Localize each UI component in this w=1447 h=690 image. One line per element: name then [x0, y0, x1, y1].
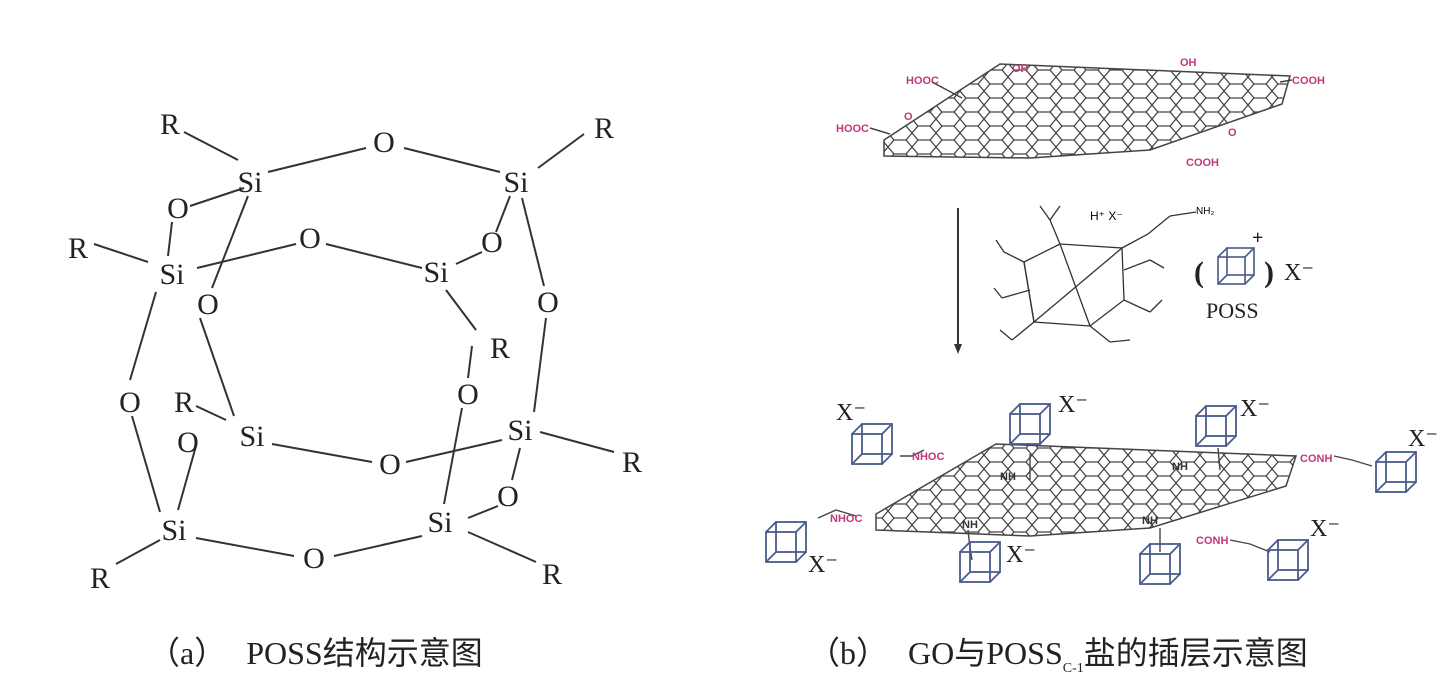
oh-group: OH [1012, 63, 1029, 75]
caption-b-tag: （b） [808, 635, 889, 671]
o-label: O [373, 126, 395, 159]
nh-label: NH [1000, 471, 1016, 483]
counter-ion-label: X⁻ [1408, 426, 1438, 452]
o-label: O [379, 448, 401, 481]
counter-ion-label: X⁻ [836, 400, 866, 426]
o-label: O [457, 378, 479, 411]
r-label: R [174, 386, 194, 419]
anion-label: X⁻ [1284, 260, 1314, 286]
hooc-group: HOOC [906, 75, 939, 87]
si-label: Si [427, 506, 452, 539]
hooc-group: HOOC [836, 123, 869, 135]
poss-bonds [93, 131, 615, 565]
poss-cube [765, 521, 807, 563]
nhoc-label: NHOC [830, 513, 862, 525]
counter-ion-label: X⁻ [1006, 542, 1036, 568]
si-label: Si [239, 420, 264, 453]
o-label: O [167, 192, 189, 225]
o-group: O [904, 111, 913, 123]
poss-ammonium-molecule [993, 205, 1197, 343]
cooh-group: COOH [1186, 157, 1219, 169]
r-label: R [594, 112, 614, 145]
si-label: Si [161, 514, 186, 547]
poss-name-label: POSS [1206, 298, 1259, 323]
plus-sign: + [1252, 227, 1263, 249]
o-label: O [537, 286, 559, 319]
poss-cube [851, 423, 893, 465]
counter-ion-label: X⁻ [808, 552, 838, 578]
o-label: O [177, 426, 199, 459]
si-label: Si [237, 166, 262, 199]
caption-a: （a） POSS结构示意图 [148, 628, 483, 674]
intercalated-sheet: NHOC NHOC CONH CONH NH NH NH NH X⁻ X⁻ X⁻… [765, 392, 1438, 585]
counter-ion-label: X⁻ [1310, 516, 1340, 542]
r-label: R [160, 108, 180, 141]
counter-ion-label: X⁻ [1240, 396, 1270, 422]
caption-a-text: POSS结构示意图 [246, 635, 483, 671]
oh-group: OH [1180, 57, 1197, 69]
open-paren: ( [1194, 256, 1204, 289]
r-label: R [490, 332, 510, 365]
ammonium-label: H⁺ X⁻ [1090, 209, 1123, 223]
o-label: O [197, 288, 219, 321]
poss-legend: ( ) + X⁻ POSS [1194, 227, 1314, 323]
nh-label: NH [962, 519, 978, 531]
caption-b-subscript: C-1 [1062, 661, 1084, 676]
graphene-oxide-sheet: HOOC HOOC OH OH COOH COOH O O [836, 57, 1325, 169]
nh2-label: NH₂ [1196, 206, 1214, 217]
r-label: R [68, 232, 88, 265]
poss-atoms: R R R R R R R R Si Si Si Si Si Si Si Si … [68, 108, 642, 595]
poss-cube [1009, 403, 1051, 445]
r-label: R [90, 562, 110, 595]
close-paren: ) [1264, 256, 1274, 289]
r-label: R [622, 446, 642, 479]
si-label: Si [503, 166, 528, 199]
poss-cube [1375, 451, 1417, 493]
caption-b-text-before: GO与POSS [908, 635, 1063, 671]
si-label: Si [507, 414, 532, 447]
nh-label: NH [1172, 461, 1188, 473]
conh-label: CONH [1196, 535, 1228, 547]
poss-cube-icon [1217, 247, 1255, 285]
nh-label: NH [1142, 515, 1158, 527]
r-label: R [542, 558, 562, 591]
nhoc-label: NHOC [912, 451, 944, 463]
o-label: O [303, 542, 325, 575]
poss-cube [1267, 539, 1309, 581]
conh-label: CONH [1300, 453, 1332, 465]
caption-b: （b） GO与POSSC-1盐的插层示意图 [808, 628, 1308, 677]
cooh-group: COOH [1292, 75, 1325, 87]
poss-cube [959, 541, 1001, 583]
si-label: Si [423, 256, 448, 289]
o-label: O [119, 386, 141, 419]
caption-b-text-after: 盐的插层示意图 [1083, 635, 1308, 671]
counter-ion-label: X⁻ [1058, 392, 1088, 418]
reaction-arrow [954, 208, 962, 354]
o-label: O [299, 222, 321, 255]
poss-cube [1195, 405, 1237, 447]
o-label: O [481, 226, 503, 259]
o-label: O [497, 480, 519, 513]
si-label: Si [159, 258, 184, 291]
o-group: O [1228, 127, 1237, 139]
poss-cage-structure: R R R R R R R R Si Si Si Si Si Si Si Si … [68, 108, 642, 595]
caption-a-tag: （a） [148, 635, 227, 671]
